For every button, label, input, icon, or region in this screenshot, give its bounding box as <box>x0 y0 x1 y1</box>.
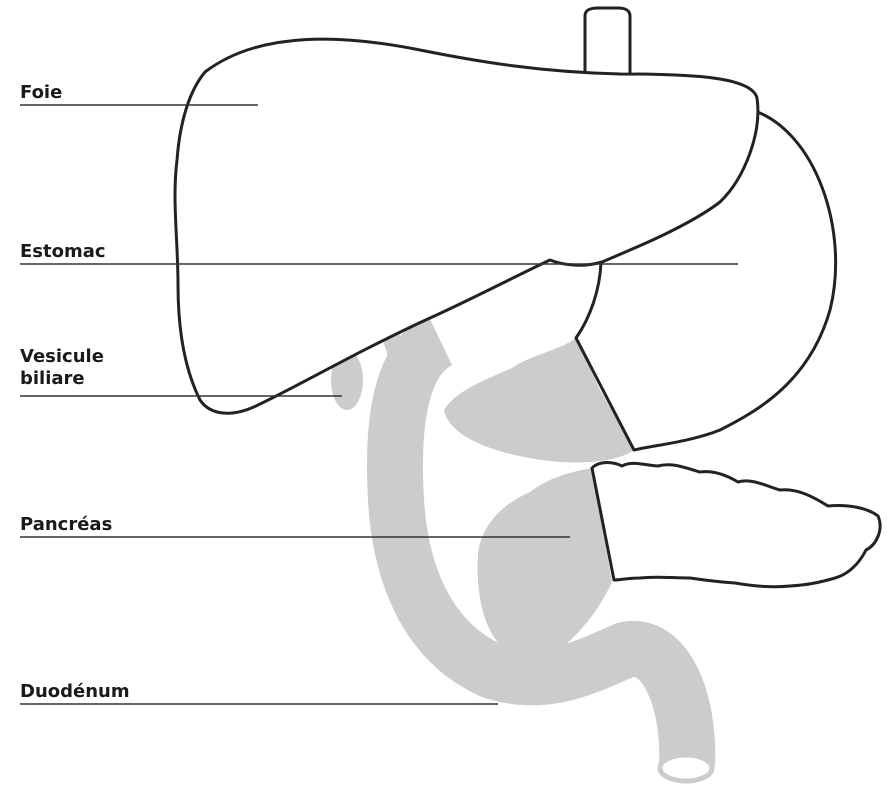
label-vesicule-biliaire: Vesicule biliare <box>20 346 104 390</box>
label-estomac: Estomac <box>20 241 106 263</box>
esophagus <box>585 8 630 74</box>
duodenum-end-opening <box>660 755 712 781</box>
pancreas-tail <box>592 463 880 587</box>
pancreas-head <box>478 468 612 656</box>
label-foie: Foie <box>20 82 62 104</box>
label-duodenum: Duodénum <box>20 681 130 703</box>
label-pancreas: Pancréas <box>20 514 112 536</box>
